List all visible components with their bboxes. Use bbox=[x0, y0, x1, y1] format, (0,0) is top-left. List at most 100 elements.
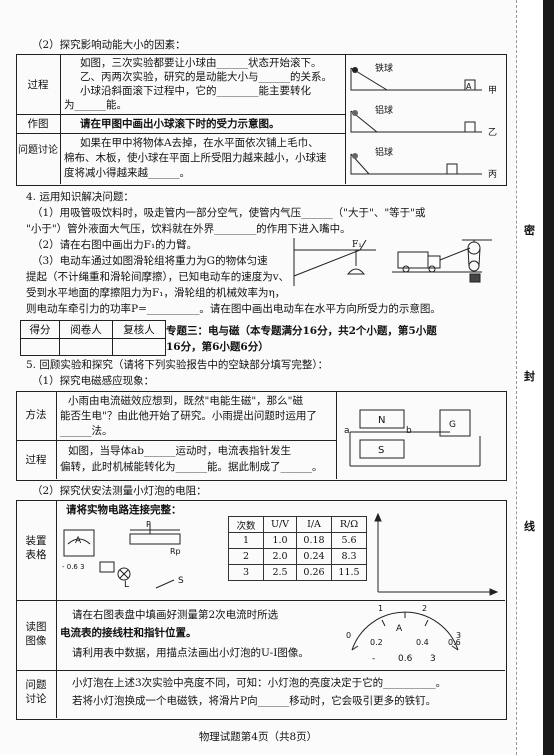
discussion-line: 棉布、木板，使小球在平面上所受阻力越来越小，小球速 bbox=[64, 152, 327, 164]
dial-tick: 2 bbox=[422, 604, 428, 613]
q4-subquestion: 受到水平地面的摩擦阻力为F₁，滑轮组的机械效率为η， bbox=[26, 287, 286, 299]
ball-label: 铝球 bbox=[375, 148, 394, 158]
circuit-instruction: 请将实物电路连接完整： bbox=[66, 504, 182, 516]
question-5-title: 5. 回顾实验和探究（请将下列实验报告中的空缺部分填写完整）： bbox=[26, 359, 329, 371]
topic-heading: 专题三：电与磁（本专题满分16分，共2个小题，第5小题 bbox=[166, 325, 437, 337]
method-label: 方法 bbox=[25, 409, 47, 421]
col-header: U/V bbox=[263, 516, 297, 533]
lever-lamp-figure bbox=[293, 238, 376, 286]
page-footer: 物理试题第4页（共8页） bbox=[198, 731, 318, 743]
terminal-3[interactable]: 3 bbox=[430, 654, 436, 664]
binding-strip bbox=[516, 0, 554, 755]
process-line: 乙、丙两次实验，研究的是动能大小与______的关系。 bbox=[80, 71, 332, 83]
conductor-end-b: b bbox=[406, 426, 412, 436]
col-header: 次数 bbox=[228, 516, 264, 533]
ammeter-dial[interactable] bbox=[340, 602, 470, 668]
discussion-line: 如果在甲中将物体A去掉，在水平面依次铺上毛巾、 bbox=[80, 137, 319, 149]
ammeter-label: A bbox=[75, 536, 82, 546]
ball-label: 铁球 bbox=[375, 64, 394, 74]
circuit-components bbox=[63, 524, 181, 589]
conductor-end-a: a bbox=[344, 426, 350, 436]
discussion-line: 小灯泡在上述3次实验中亮度不同，可知：小灯泡的亮度决定于它的__________… bbox=[72, 677, 447, 689]
read-line: 请利用表中数据，用描点法画出小灯泡的U-I图像。 bbox=[72, 647, 309, 659]
energy-experiment-table bbox=[16, 54, 507, 186]
process-line: 偏转，此时机械能转化为______能。据此制成了______。 bbox=[60, 461, 323, 473]
aluminum-ball bbox=[352, 110, 358, 116]
ui-graph-axes[interactable] bbox=[366, 512, 500, 596]
truck-pulley-figure bbox=[392, 239, 492, 283]
grader-header: 阅卷人 bbox=[59, 320, 113, 339]
ramp-figures bbox=[350, 67, 482, 175]
dial-tick: 3 bbox=[456, 631, 462, 640]
dial-tick: 1 bbox=[378, 604, 384, 613]
dial-unit: A bbox=[396, 624, 403, 634]
table-row: 2 2.0 0.24 8.3 bbox=[228, 548, 367, 565]
table-row: 3 2.5 0.26 11.5 bbox=[228, 564, 367, 581]
force-label: F₁ bbox=[352, 240, 362, 250]
score-table: 得分 阅卷人 复核人 bbox=[20, 320, 166, 356]
process-line: 为______能。 bbox=[64, 99, 127, 111]
discussion-label: 问题讨论 bbox=[18, 145, 58, 156]
method-line: ______法。 bbox=[60, 425, 113, 437]
resistance-table bbox=[16, 500, 507, 720]
dial-tick: 0.2 bbox=[370, 638, 383, 647]
reviewer-header: 复核人 bbox=[112, 320, 166, 339]
process-label: 过程 bbox=[27, 79, 49, 91]
q4-subquestion: 则电动车牵引力的功率P=__________。请在图中画出电动车在水平方向所受力… bbox=[26, 303, 441, 315]
reviewer-cell[interactable] bbox=[112, 338, 166, 356]
grader-cell[interactable] bbox=[59, 338, 113, 356]
ball-label: 铝球 bbox=[375, 106, 394, 116]
south-pole-label: S bbox=[378, 445, 385, 456]
rheostat-label: Rp bbox=[170, 547, 181, 556]
block-label: A bbox=[466, 82, 472, 91]
lamp-label: L bbox=[124, 580, 130, 590]
score-cell[interactable] bbox=[20, 338, 60, 356]
drawing-label: 作图 bbox=[27, 118, 49, 130]
dial-tick: 0 bbox=[346, 631, 352, 640]
figure-label: 丙 bbox=[488, 170, 498, 180]
seal-char: 封 bbox=[524, 370, 535, 383]
iron-ball bbox=[352, 67, 358, 73]
galvanometer-label: G bbox=[449, 420, 456, 430]
method-line: 能否生电"？由此他开始了研究。小雨提出问题时运用了 bbox=[60, 410, 317, 422]
table-row: 1 1.0 0.18 5.6 bbox=[228, 532, 367, 549]
process-label: 过程 bbox=[25, 454, 47, 466]
terminal-0-6[interactable]: 0.6 bbox=[398, 654, 413, 664]
process-line: 如图，当导体ab______运动时，电流表指针发生 bbox=[68, 445, 291, 457]
col-header: I/A bbox=[296, 516, 332, 533]
q4-subquestion: 提起（不计绳重和滑轮间摩擦），已知电动车的速度为v、 bbox=[26, 271, 290, 283]
figure-label: 甲 bbox=[488, 86, 498, 96]
figure-label: 乙 bbox=[488, 128, 498, 138]
measurement-table: 次数 U/V I/A R/Ω 1 1.0 0.18 5.6 2 2.0 0.24… bbox=[228, 516, 367, 581]
col-header: R/Ω bbox=[331, 516, 367, 533]
terminal-labels: - 0.6 3 bbox=[62, 563, 85, 571]
part-heading: （2）探究影响动能大小的因素： bbox=[32, 39, 186, 51]
discussion-line: 度将减小得越来越______。 bbox=[64, 167, 190, 179]
dial-tick: 0.4 bbox=[416, 638, 429, 647]
score-header: 得分 bbox=[20, 320, 60, 339]
read-line: 电流表的接线柱和指针位置。 bbox=[60, 627, 197, 639]
discussion-label: 问题讨论 bbox=[25, 679, 47, 705]
q4-subquestion: （2）请在右图中画出力F₁的力臂。 bbox=[32, 239, 198, 251]
q4-subquestion: （3）电动车通过如图滑轮组将重力为G的物体匀速 bbox=[32, 255, 268, 267]
induction-table bbox=[16, 391, 507, 481]
seal-char: 线 bbox=[524, 520, 535, 533]
device-label: 装置表格 bbox=[25, 535, 47, 561]
drawing-instruction: 请在甲图中画出小球滚下时的受力示意图。 bbox=[80, 118, 280, 130]
dial-tick: 0.6 bbox=[448, 638, 461, 647]
part-heading: （1）探究电磁感应现象： bbox=[32, 375, 155, 387]
q4-subquestion: "小于"）管外液面大气压，饮料就在外界________的作用下进入嘴中。 bbox=[26, 223, 351, 235]
terminal-minus[interactable]: - bbox=[372, 654, 376, 664]
slider-label: P bbox=[146, 520, 151, 529]
read-label: 读图图像 bbox=[25, 621, 47, 647]
process-line: 小球沿斜面滚下过程中，它的________能主要转化 bbox=[80, 85, 311, 97]
north-pole-label: N bbox=[378, 415, 386, 426]
q4-subquestion: （1）用吸管吸饮料时，吸走管内一部分空气，使管内气压______（"大于"、"等… bbox=[32, 207, 426, 219]
seal-char: 密 bbox=[524, 224, 535, 237]
discussion-line: 若将小灯泡换成一个电磁铁，将滑片P向______移动时，它会吸引更多的铁钉。 bbox=[72, 695, 437, 707]
topic-heading: 16分，第6小题6分） bbox=[166, 341, 269, 353]
switch-label: S bbox=[178, 576, 184, 586]
part-heading: （2）探究伏安法测量小灯泡的电阻： bbox=[32, 485, 207, 497]
induction-figure bbox=[349, 409, 481, 467]
